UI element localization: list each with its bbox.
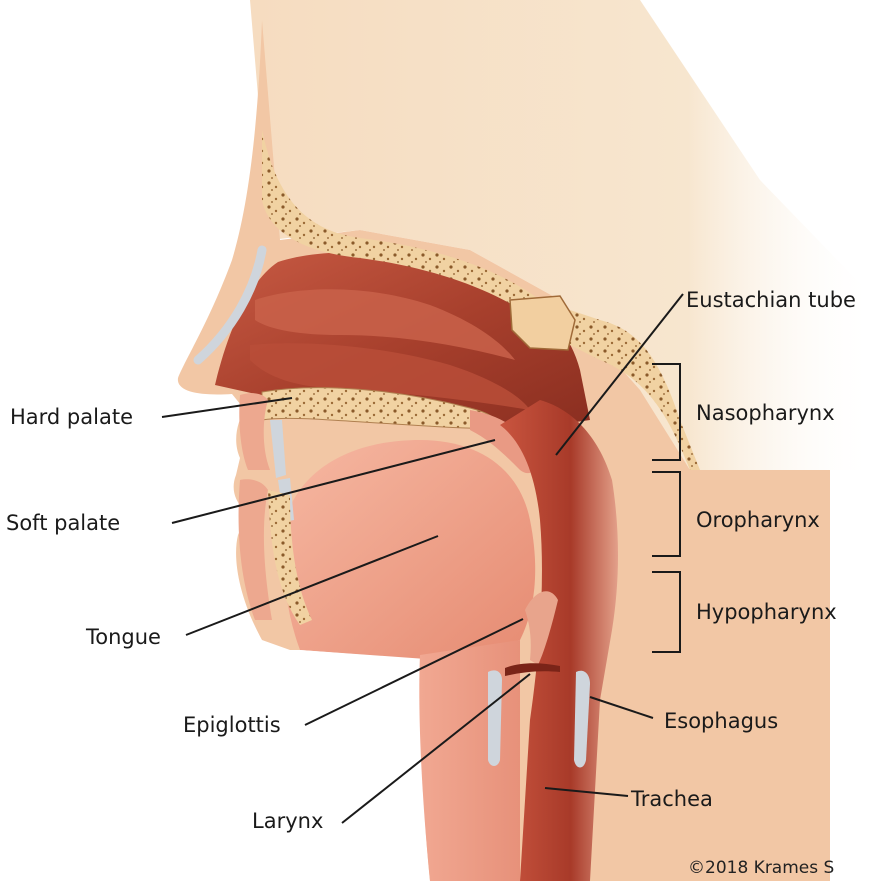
tongue-shape [283,440,535,660]
neck-front [419,640,520,881]
trachea-cartilage [488,670,502,766]
copyright-notice: ©2018 Krames S [688,860,834,877]
label-epiglottis: Epiglottis [183,715,281,736]
neck [300,650,430,881]
label-trachea: Trachea [631,789,713,810]
label-hard-palate: Hard palate [10,407,133,428]
label-soft-palate: Soft palate [6,513,120,534]
label-larynx: Larynx [252,811,323,832]
label-oropharynx: Oropharynx [696,510,820,531]
label-nasopharynx: Nasopharynx [696,403,835,424]
label-tongue: Tongue [86,627,161,648]
label-esophagus: Esophagus [664,711,778,732]
label-eustachian-tube: Eustachian tube [686,290,856,311]
label-hypopharynx: Hypopharynx [696,602,837,623]
